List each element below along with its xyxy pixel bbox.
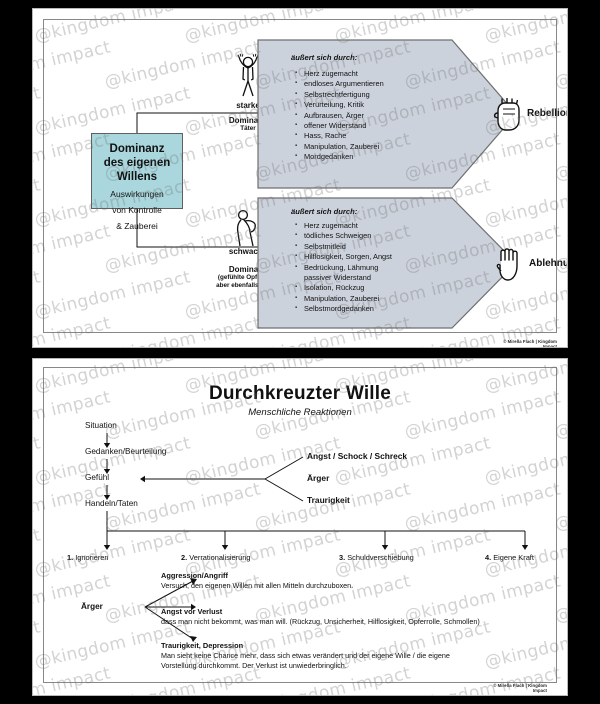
strong-branch-label: starke [205, 101, 291, 110]
source-box-title-line2: des eigenen [103, 157, 171, 169]
rebellion-item-4: Verurteilung, Kritik [295, 99, 475, 110]
rejection-item-9: Selbstmordgedanken [295, 303, 485, 314]
reaction-3-label: Schuldverschiebung [347, 553, 414, 562]
reaction-item-2: 2. Verrationalisierung [181, 553, 250, 562]
rebellion-outcome-label: Rebellion [527, 108, 568, 119]
rejection-item-6: passiver Widerstand [304, 273, 371, 283]
source-box-title-line1: Dominanz [109, 143, 165, 155]
reaction-1-label: Ignorieren [75, 553, 109, 562]
reaction-1-number: 1. [67, 553, 74, 562]
emotion-traurigkeit: Traurigkeit [307, 495, 350, 505]
page-title: Durchkreuzter Wille [208, 383, 392, 404]
chain-item-handeln: Handeln/Taten [85, 499, 138, 508]
chain-item-gefuehl: Gefühl [85, 473, 110, 482]
reaction-3-number: 3. [339, 553, 346, 562]
reaction-4-number: 4. [485, 553, 492, 562]
panel1-credit: © Mirella Flach | Kingdom Impact [503, 339, 557, 348]
diagram-panel-thwarted-will: Durchkreuzter Wille Menschliche Reaktion… [32, 358, 568, 696]
panel1-inner-frame [43, 19, 557, 333]
diagram-panel-dominance: Dominanz des eigenen Willens Auswirkunge… [32, 8, 568, 348]
rebellion-items-list: Herz zugemachtendloses ArgumentierenSelb… [295, 68, 475, 163]
rejection-heading: äußert sich durch: [291, 207, 358, 216]
anger-block-3-body-line1: Man sieht keine Chance mehr, dass sich e… [161, 651, 450, 660]
reaction-4-label: Eigene Kraft [493, 553, 534, 562]
anger-source-label: Ärger [81, 602, 103, 611]
strong-branch-dominance-label: Dominanz Täter [205, 116, 291, 133]
panel2-inner-frame [43, 367, 557, 683]
strong-branch-strength: starke [236, 101, 260, 110]
rejection-item-2: tödliches Schweigen [295, 230, 485, 241]
source-box-subtitle-line1: Auswirkungen [110, 189, 164, 199]
reaction-2-label: Verrationalisierung [189, 553, 251, 562]
panel2-connectors [103, 433, 529, 642]
reaction-2-number: 2. [181, 553, 188, 562]
anger-block-1-body: Versuch, den eigenen Willen mit allen Mi… [161, 581, 354, 590]
rebellion-item-8: Manipulation, Zauberei [295, 141, 475, 152]
anger-block-3-body-line2: Vorstellung durchkommt. Der Verlust ist … [161, 661, 347, 670]
anger-block-aggression: Aggression/Angriff Versuch, den eigenen … [161, 571, 353, 591]
anger-block-1-heading: Aggression/Angriff [161, 571, 228, 580]
rebellion-item-1: Herz zugemacht [295, 68, 475, 79]
person-arms-raised-icon [237, 53, 259, 97]
reaction-item-3: 3. Schuldverschiebung [339, 553, 414, 562]
page-subtitle: Menschliche Reaktionen [248, 407, 352, 418]
chain-item-situation: Situation [85, 421, 117, 430]
rejection-item-5: Bedrückung, Lähmung [295, 262, 485, 273]
rebellion-item-9: Mordgedanken [295, 151, 475, 162]
source-box-title-line3: Willens [116, 171, 158, 183]
strong-branch-dominance: Dominanz [228, 116, 268, 125]
rebellion-item-6: offener Widerstand [295, 120, 475, 131]
rebellion-item-2: endloses Argumentieren [295, 78, 475, 89]
weak-branch-role-line1: (gefühlte Opferrolle, [217, 274, 279, 281]
anger-block-2-heading: Angst vor Verlust [161, 607, 223, 616]
reaction-item-4: 4. Eigene Kraft [485, 553, 534, 562]
rejection-item-8: Manipulation, Zauberei [295, 293, 485, 304]
anger-block-traurigkeit: Traurigkeit, Depression Man sieht keine … [161, 641, 450, 671]
rejection-item-7: Isolation, Rückzug [295, 282, 485, 293]
person-slumped-icon [236, 209, 256, 247]
emotion-angst: Angst / Schock / Schreck [307, 451, 408, 461]
anger-block-3-heading: Traurigkeit, Depression [161, 641, 244, 650]
weak-branch-dominance: Dominanz [228, 265, 268, 274]
weak-branch-role-line2: aber ebenfalls Täter!) [216, 281, 280, 289]
reaction-item-1: 1. Ignorieren [67, 553, 109, 562]
rejection-item-3: Selbstmitleid [295, 241, 485, 252]
rebellion-item-5: Aufbrausen, Ärger [295, 110, 475, 121]
chain-item-gedanken: Gedanken/Beurteilung [85, 447, 167, 456]
weak-branch-strength: schwache [228, 247, 268, 256]
emotion-aerger: Ärger [307, 473, 330, 483]
weak-branch-dominance-label: Dominanz (gefühlte Opferrolle, aber eben… [193, 265, 303, 289]
rejection-item-1: Herz zugemacht [295, 220, 485, 231]
raised-fist-icon [493, 98, 520, 131]
anger-block-2-body: dass man nicht bekommt, was man will. (R… [161, 617, 480, 626]
rebellion-item-7: Hass, Rache [295, 130, 475, 141]
strong-branch-role: Täter [240, 125, 256, 132]
rebellion-item-3: Selbstrechtfertigung [295, 89, 475, 100]
rejection-item-4: Hilflosigkeit, Sorgen, Angst [295, 251, 485, 262]
panel2-credit: © Mirella Flach | Kingdom Impact [493, 683, 547, 693]
anger-block-angst: Angst vor Verlust dass man nicht bekommt… [161, 607, 480, 627]
rejection-items-list: Herz zugemachttödliches SchweigenSelbstm… [295, 220, 485, 315]
rebellion-heading: äußert sich durch: [291, 53, 358, 62]
open-palm-stop-icon [496, 248, 518, 281]
weak-branch-label: schwache [205, 247, 291, 256]
rejection-outcome-label: Ablehnung [529, 258, 567, 269]
